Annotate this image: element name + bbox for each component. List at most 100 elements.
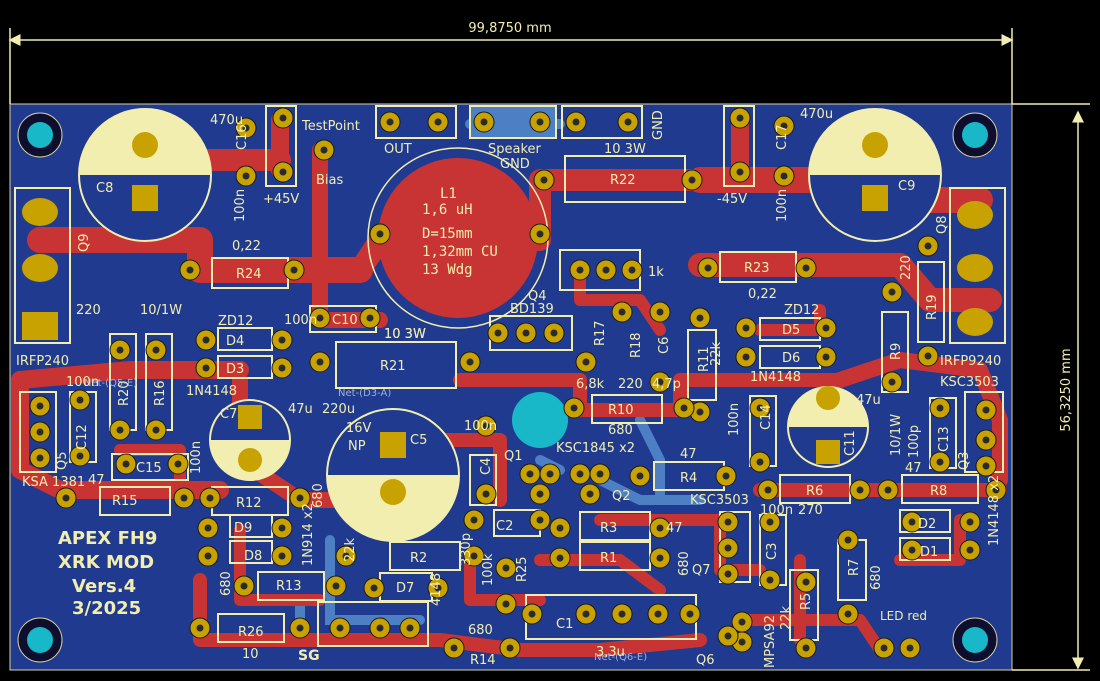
pad-hole bbox=[550, 329, 558, 337]
cap-c5 bbox=[326, 408, 460, 542]
component-value-c15: 100n bbox=[189, 441, 204, 474]
component-ref-c13: C13 bbox=[937, 426, 952, 452]
component-value-q1: KSC1845 x2 bbox=[556, 441, 635, 456]
c5-type: NP bbox=[348, 439, 366, 454]
component-ref-r3: R3 bbox=[600, 521, 617, 536]
component-value-c16: 100n bbox=[233, 189, 248, 222]
component-ref-c12: C12 bbox=[75, 424, 90, 450]
pad-hole bbox=[738, 638, 746, 646]
component-value-r3: 47 bbox=[666, 521, 683, 536]
component-value-q6: MPSA92 bbox=[763, 615, 778, 668]
component-ref-c14: C14 bbox=[759, 404, 774, 430]
title-line2: XRK MOD bbox=[58, 552, 154, 573]
label-sg: SG bbox=[298, 648, 320, 664]
pad-hole bbox=[802, 578, 810, 586]
pad-hole bbox=[332, 582, 340, 590]
pad-hole bbox=[36, 428, 44, 436]
component-value-r4: 47 bbox=[680, 447, 697, 462]
component-ref-r7: R7 bbox=[847, 559, 862, 576]
pad-hole bbox=[736, 168, 744, 176]
label-speaker: Speaker bbox=[488, 142, 542, 157]
component-labels: C8470uC9470uC16100nC17100nQ9IRFP240Q8IRF… bbox=[16, 107, 1002, 668]
component-ref-d8: D8 bbox=[244, 549, 262, 564]
component-ref-r1: R1 bbox=[600, 551, 617, 566]
component-ref-c9: C9 bbox=[898, 179, 915, 194]
pad-hole bbox=[536, 230, 544, 238]
component-value-r26: 10 bbox=[242, 647, 259, 662]
pad-hole bbox=[982, 436, 990, 444]
component-ref-q4: Q4 bbox=[528, 289, 547, 304]
label-plus45: +45V bbox=[263, 192, 299, 207]
component-ref-q8: Q8 bbox=[935, 215, 950, 234]
net-q6e: Net-(Q6-E) bbox=[594, 652, 647, 663]
pad-hole bbox=[320, 146, 328, 154]
pad-hole bbox=[966, 518, 974, 526]
inductor-copper bbox=[378, 158, 538, 318]
component-ref-c11: C11 bbox=[843, 430, 858, 456]
pad-hole bbox=[76, 396, 84, 404]
label-test-point: TestPoint bbox=[301, 119, 360, 134]
component-ref-q7: Q7 bbox=[692, 563, 711, 578]
pad-hole bbox=[522, 329, 530, 337]
component-ref-d3: D3 bbox=[226, 362, 244, 377]
pad-hole bbox=[722, 472, 730, 480]
component-value-r14: 680 bbox=[468, 623, 493, 638]
pad-hole bbox=[180, 494, 188, 502]
component-value-r12: 680 bbox=[311, 483, 326, 508]
label-10-3w-mid: 10 3W bbox=[384, 327, 426, 342]
pad-hole bbox=[742, 324, 750, 332]
pad-hole bbox=[576, 470, 584, 478]
pad-hole bbox=[618, 610, 626, 618]
component-value-c6: 4,7p bbox=[652, 377, 681, 392]
component-ref-q5: Q5 bbox=[55, 451, 70, 470]
width-dimension: 99,8750 mm bbox=[468, 21, 551, 36]
component-value-r24: 0,22 bbox=[232, 239, 261, 254]
pad-hole bbox=[924, 352, 932, 360]
net-d3a: Net-(D3-A) bbox=[338, 388, 391, 399]
label-10-3w-top: 10 3W bbox=[604, 142, 646, 157]
component-ref-r14: R14 bbox=[470, 653, 496, 668]
pad-hole bbox=[780, 122, 788, 130]
pad-hole bbox=[572, 118, 580, 126]
pad-hole bbox=[766, 518, 774, 526]
pads bbox=[29, 107, 1007, 659]
pad-hole bbox=[370, 584, 378, 592]
pad-hole bbox=[116, 426, 124, 434]
component-value-r21: 10 3W bbox=[384, 327, 426, 342]
component-value-r7: 270 bbox=[798, 503, 823, 518]
component-ref-r13: R13 bbox=[276, 579, 302, 594]
component-value-c4: 100n bbox=[464, 419, 497, 434]
component-ref-r6: R6 bbox=[806, 484, 823, 499]
pad-hole bbox=[766, 576, 774, 584]
component-value-r25: 100k bbox=[481, 553, 496, 586]
component-ref-d6: D6 bbox=[782, 351, 800, 366]
pad-hole bbox=[742, 353, 750, 361]
silkscreen-labels: TestPoint Bias OUT Speaker GND 10 3W GND… bbox=[58, 110, 927, 664]
pad-hole bbox=[654, 610, 662, 618]
pad-hole bbox=[296, 494, 304, 502]
pad-hole bbox=[296, 624, 304, 632]
cap-c11 bbox=[787, 386, 869, 468]
pad-hole bbox=[618, 308, 626, 316]
pad-hole bbox=[279, 168, 287, 176]
pad-hole bbox=[756, 458, 764, 466]
pad-hole bbox=[966, 546, 974, 554]
pad-hole bbox=[279, 114, 287, 122]
component-value-c3: 100n bbox=[760, 503, 793, 518]
pad-hole bbox=[482, 422, 490, 430]
component-ref-d2: D2 bbox=[918, 517, 936, 532]
inductor-cu: 1,32mm CU bbox=[422, 244, 498, 260]
pad-hole bbox=[844, 610, 852, 618]
pad-hole bbox=[502, 564, 510, 572]
pad-hole bbox=[536, 490, 544, 498]
component-value-q9: IRFP240 bbox=[16, 354, 69, 369]
pad-hole bbox=[174, 460, 182, 468]
pad-hole bbox=[526, 470, 534, 478]
pad-hole bbox=[290, 266, 298, 274]
cap-c9 bbox=[808, 108, 942, 242]
component-ref-r17: R17 bbox=[593, 320, 608, 346]
component-value-d9: 1N914 x2 bbox=[301, 503, 316, 566]
component-value-r18: 220 bbox=[618, 377, 643, 392]
pad-hole bbox=[724, 544, 732, 552]
